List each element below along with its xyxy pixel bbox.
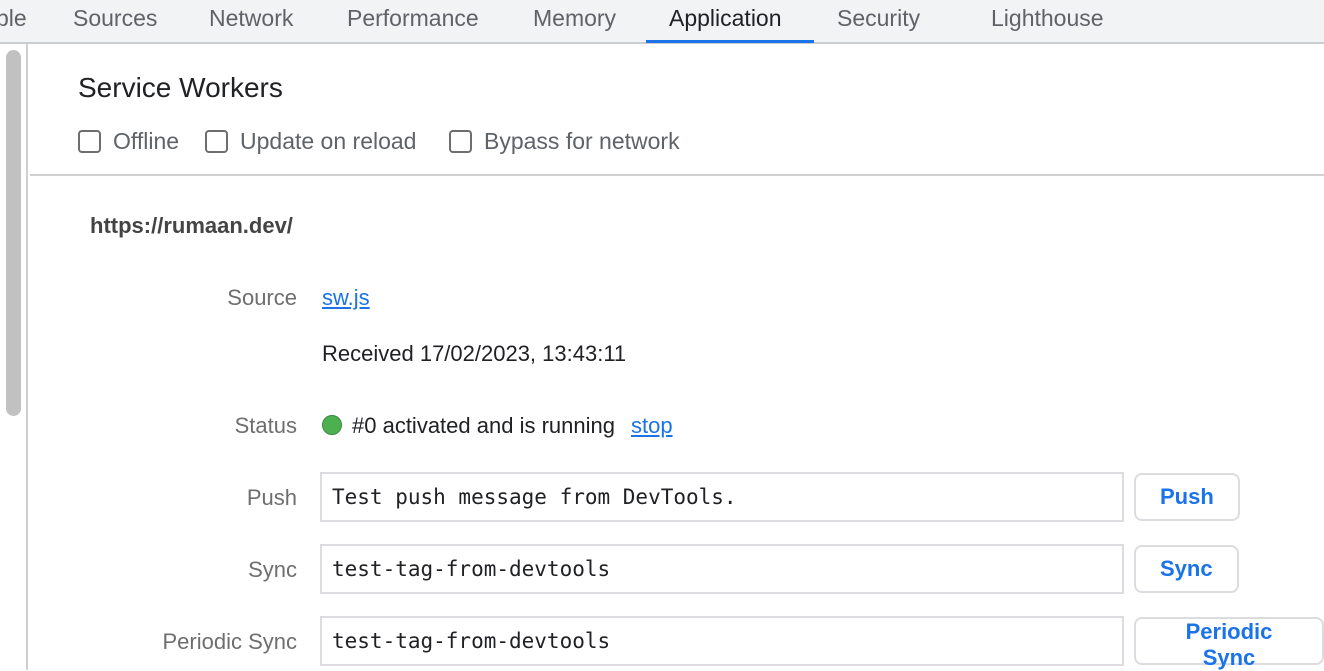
sidebar-pane: [0, 44, 28, 670]
bypass-for-network-checkbox[interactable]: Bypass for network: [449, 128, 680, 155]
scrollbar-thumb[interactable]: [6, 50, 21, 416]
sync-label: Sync: [248, 557, 297, 582]
sync-input[interactable]: test-tag-from-devtools: [320, 544, 1124, 594]
devtools-tab-bar: ble Sources Network Performance Memory A…: [0, 0, 1324, 44]
status-value: #0 activated and is running stop: [322, 413, 673, 439]
source-label: Source: [227, 285, 297, 310]
checkbox-box[interactable]: [78, 130, 101, 153]
checkbox-box[interactable]: [449, 130, 472, 153]
push-button[interactable]: Push: [1134, 473, 1240, 521]
tab-application[interactable]: Application: [669, 5, 782, 31]
source-link[interactable]: sw.js: [322, 285, 370, 310]
checkbox-box[interactable]: [205, 130, 228, 153]
update-on-reload-checkbox[interactable]: Update on reload: [205, 128, 416, 155]
tab-network[interactable]: Network: [209, 5, 294, 31]
active-tab-indicator: [646, 40, 814, 43]
push-input[interactable]: Test push message from DevTools.: [320, 472, 1124, 522]
checkbox-label: Offline: [113, 128, 180, 154]
push-label: Push: [246, 485, 297, 510]
sync-button[interactable]: Sync: [1134, 545, 1239, 593]
tab-sources[interactable]: Sources: [73, 5, 158, 31]
periodic-sync-input[interactable]: test-tag-from-devtools: [320, 616, 1124, 666]
periodic-sync-button[interactable]: Periodic Sync: [1134, 617, 1324, 670]
tab-console[interactable]: ble: [0, 5, 27, 31]
stop-link[interactable]: stop: [630, 413, 673, 438]
periodic-sync-label: Periodic Sync: [162, 629, 297, 654]
offline-checkbox[interactable]: Offline: [78, 128, 179, 155]
service-workers-header: Service Workers Offline Update on reload…: [30, 44, 1324, 176]
status-label: Status: [234, 413, 297, 438]
checkbox-label: Update on reload: [240, 128, 417, 154]
tab-memory[interactable]: Memory: [533, 5, 617, 31]
page-title: Service Workers: [78, 72, 283, 103]
received-time: Received 17/02/2023, 13:43:11: [322, 341, 627, 366]
status-running-icon: [322, 415, 342, 435]
tab-lighthouse[interactable]: Lighthouse: [991, 5, 1104, 31]
worker-origin: https://rumaan.dev/: [90, 213, 293, 238]
tab-performance[interactable]: Performance: [347, 5, 479, 31]
tab-security[interactable]: Security: [837, 5, 921, 31]
status-text: #0 activated and is running: [352, 413, 615, 438]
checkbox-label: Bypass for network: [484, 128, 680, 154]
